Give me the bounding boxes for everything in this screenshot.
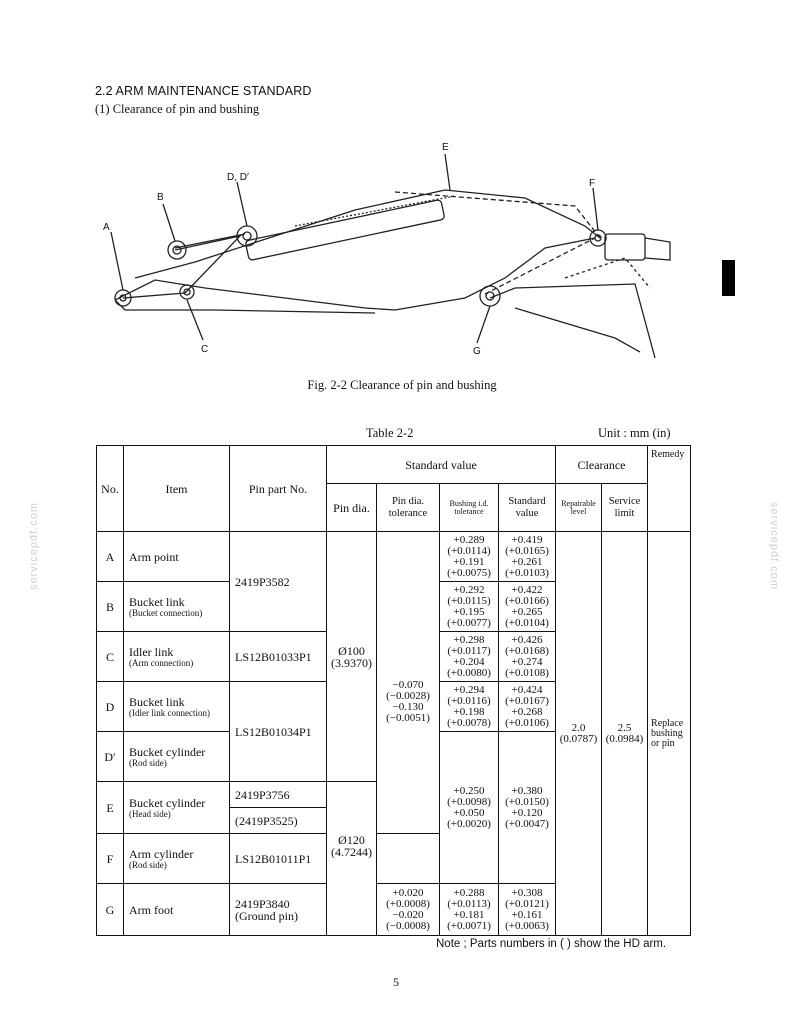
header-no: No. [96, 445, 124, 532]
std-val-d: +0.424(+0.0167)+0.268(+0.0106) [497, 681, 557, 732]
row-a-no: A [96, 531, 124, 582]
label-d: D, D′ [227, 172, 249, 183]
row-dp-item: Bucket cylinder(Rod side) [123, 731, 230, 782]
pin-dia-a-e: Ø100(3.9370) [326, 531, 377, 782]
pin-dia-e-g: Ø120(4.7244) [326, 781, 377, 936]
row-c-part: LS12B01033P1 [229, 631, 327, 682]
std-val-a: +0.419(+0.0165)+0.261(+0.0103) [497, 531, 557, 582]
row-dp-no: D′ [96, 731, 124, 782]
row-f-item: Arm cylinder(Rod side) [123, 833, 230, 884]
row-e-part-2: (2419P3525) [229, 807, 327, 834]
header-pin-dia: Pin dia. [326, 483, 377, 532]
table-note: Note ; Parts numbers in ( ) show the HD … [436, 938, 667, 950]
std-val-ef: +0.380(+0.0150)+0.120(+0.0047) [497, 781, 557, 884]
table-unit: Unit : mm (in) [598, 426, 671, 440]
row-c-item: Idler link(Arm connection) [123, 631, 230, 682]
page-number: 5 [393, 975, 399, 989]
row-b-item: Bucket link(Bucket connection) [123, 581, 230, 632]
repairable-level: 2.0(0.0787) [555, 531, 603, 936]
row-g-no: G [96, 883, 124, 936]
bush-tol-g: +0.288(+0.0113)+0.181(+0.0071) [439, 883, 499, 936]
bush-tol-b: +0.292(+0.0115)+0.195(+0.0077) [439, 581, 499, 632]
header-repairable: Repairable level [555, 483, 603, 532]
bush-tol-a: +0.289(+0.0114)+0.191(+0.0075) [439, 531, 499, 582]
row-d-no: D [96, 681, 124, 732]
std-val-b: +0.422(+0.0166)+0.265(+0.0104) [497, 581, 557, 632]
std-val-c: +0.426(+0.0168)+0.274(+0.0108) [497, 631, 557, 682]
row-g-part: 2419P3840(Ground pin) [229, 883, 327, 936]
watermark-right: servicepdf.com [767, 502, 780, 590]
row-f-no: F [96, 833, 124, 884]
row-g-item: Arm foot [123, 883, 230, 936]
row-c-no: C [96, 631, 124, 682]
header-std-value: Standard value [497, 483, 557, 532]
header-standard-value: Standard value [325, 445, 557, 484]
row-e-no: E [96, 781, 124, 834]
label-f: F [589, 178, 595, 189]
label-a: A [103, 222, 110, 233]
section-heading: 2.2 ARM MAINTENANCE STANDARD [95, 84, 312, 98]
row-ab-part: 2419P3582 [229, 531, 327, 632]
sub-heading: (1) Clearance of pin and bushing [95, 102, 260, 116]
label-b: B [157, 192, 164, 203]
header-pin-part: Pin part No. [229, 445, 327, 532]
service-limit: 2.5(0.0984) [601, 531, 649, 936]
maintenance-standard-table: No. Item Pin part No. Standard value Cle… [96, 445, 692, 936]
row-f-part: LS12B01011P1 [229, 833, 327, 884]
std-val-g: +0.308(+0.0121)+0.161(+0.0063) [497, 883, 557, 936]
row-b-no: B [96, 581, 124, 632]
row-ddp-part: LS12B01034P1 [229, 681, 327, 782]
bush-tol-d: +0.294(+0.0116)+0.198(+0.0078) [439, 681, 499, 732]
table-title: Table 2-2 [366, 426, 414, 440]
figure-caption: Fig. 2-2 Clearance of pin and bushing [307, 378, 497, 392]
header-clearance: Clearance [555, 445, 649, 484]
section-tab-marker [722, 260, 735, 296]
header-remedy: Remedy [647, 445, 692, 532]
row-d-item: Bucket link(Idler link connection) [123, 681, 230, 732]
header-item: Item [123, 445, 230, 532]
header-pin-tolerance: Pin dia. tolerance [376, 483, 440, 532]
bush-tol-c: +0.298(+0.0117)+0.204(+0.0080) [439, 631, 499, 682]
pin-tol-g: +0.020(+0.0008)−0.020(−0.0008) [376, 883, 440, 936]
bush-tol-ef: +0.250(+0.0098)+0.050(+0.0020) [439, 781, 499, 884]
label-e: E [442, 142, 449, 153]
row-a-item: Arm point [123, 531, 230, 582]
row-e-item: Bucket cylinder(Head side) [123, 781, 230, 834]
header-service-limit: Service limit [601, 483, 649, 532]
label-c: C [201, 344, 208, 355]
pin-tol-a-f: −0.070(−0.0028)−0.130(−0.0051) [376, 531, 440, 834]
watermark-left: servicepdf.com [27, 502, 40, 590]
bush-tol-dp [439, 731, 499, 782]
arm-diagram: A B D, D′ E F C G [103, 142, 671, 359]
std-val-dp [497, 731, 557, 782]
row-e-part-1: 2419P3756 [229, 781, 327, 808]
header-bushing-tolerance: Bushing i.d. tolerance [439, 483, 499, 532]
label-g: G [473, 346, 481, 357]
